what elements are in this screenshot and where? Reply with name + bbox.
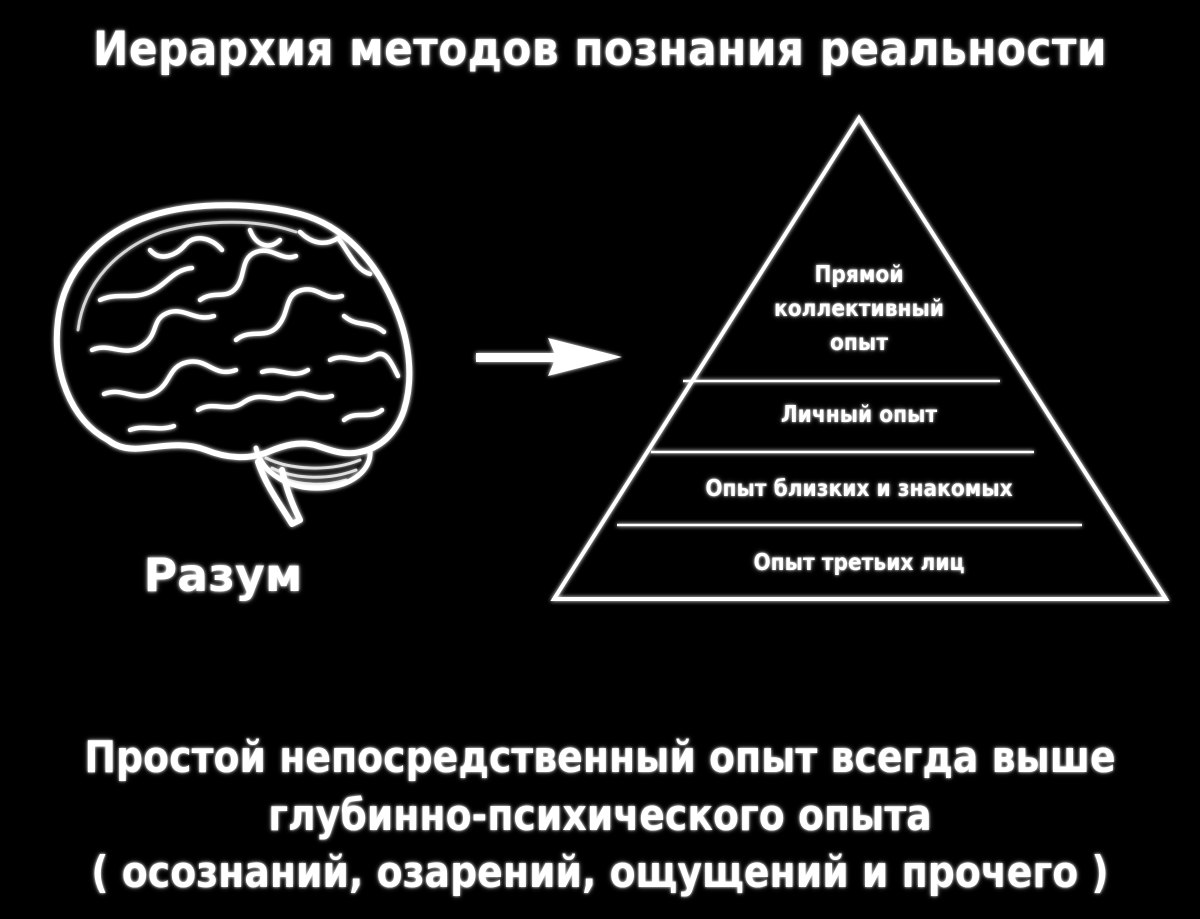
caption-line: Простой непосредственный опыт всегда выш…	[84, 732, 1116, 783]
brain-icon	[53, 202, 413, 527]
pyramid-layer-acquaintances: Опыт близких и знакомых	[705, 476, 1013, 502]
pyramid-layer-top-line: опыт	[830, 330, 888, 356]
pyramid-layer-top-line: коллективный	[774, 296, 944, 322]
diagram-title: Иерархия методов познания реальности	[93, 22, 1107, 77]
pyramid-layer-third-parties: Опыт третьих лиц	[753, 550, 965, 576]
pyramid-outline	[550, 114, 1170, 601]
arrow-right-icon	[476, 338, 622, 376]
caption-line: глубинно-психического опыта	[268, 790, 932, 841]
brain-label: Разум	[143, 548, 303, 602]
pyramid-layer-top-line: Прямой	[814, 262, 904, 288]
pyramid-layer-personal: Личный опыт	[780, 402, 938, 428]
caption-line: ( осознаний, озарений, ощущений и прочег…	[91, 847, 1109, 898]
pyramid-layer-top: Прямой коллективный опыт	[719, 258, 999, 360]
pyramid	[550, 114, 1170, 601]
